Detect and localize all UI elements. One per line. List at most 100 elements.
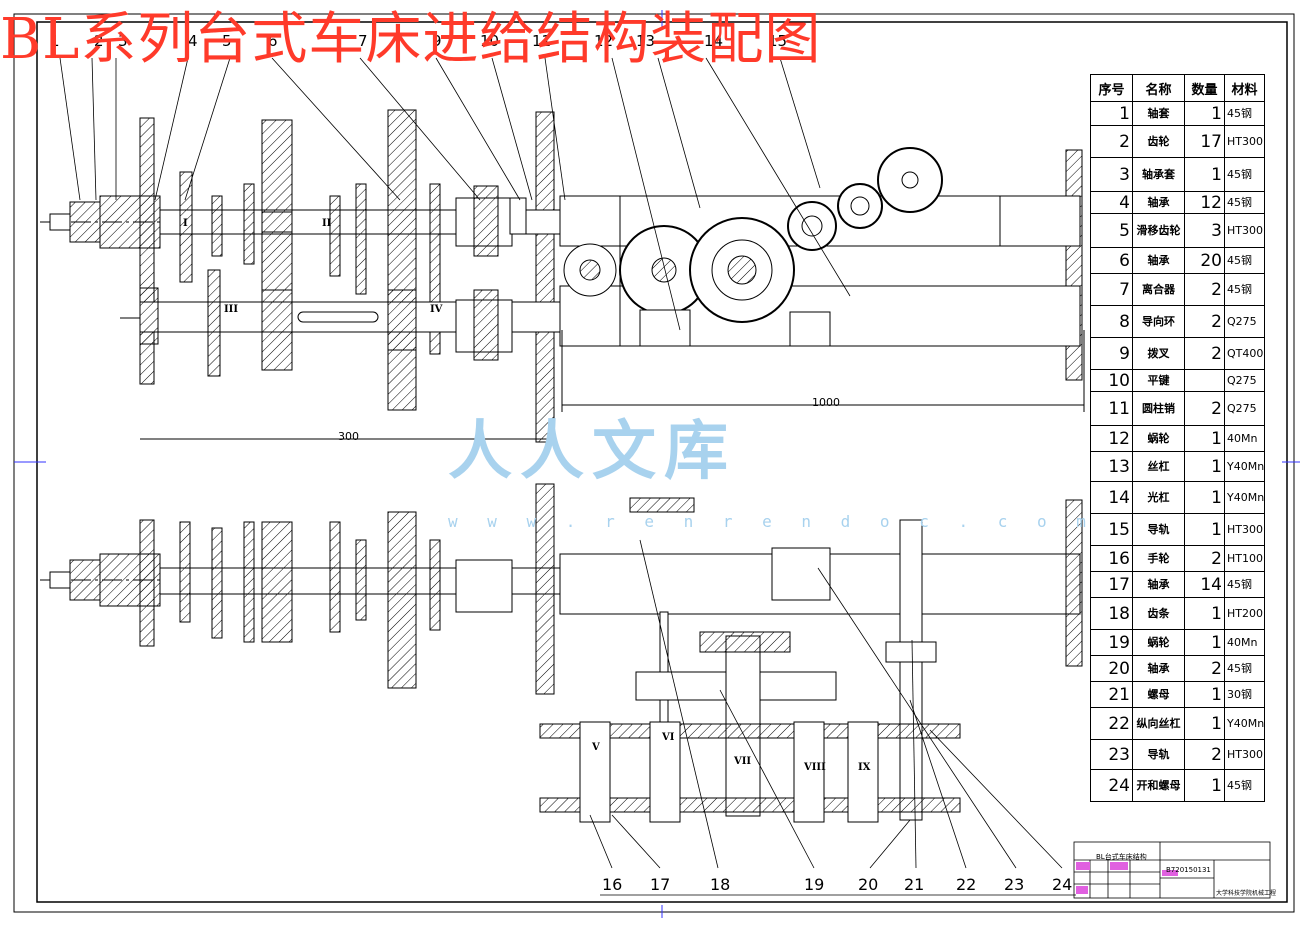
bom-qty: [1184, 369, 1225, 392]
bom-no: 14: [1090, 481, 1133, 514]
bom-no: 12: [1090, 425, 1133, 452]
bom-header-name: 名称: [1132, 74, 1185, 102]
bom-no: 16: [1090, 545, 1133, 572]
title-block-number: B720150131: [1166, 866, 1211, 874]
bom-name: 离合器: [1132, 273, 1185, 306]
callout-1: 1: [50, 32, 60, 50]
bom-qty: 2: [1184, 739, 1225, 770]
bom-no: 17: [1090, 571, 1133, 598]
bom-material: HT300: [1224, 125, 1265, 158]
bom-name: 平键: [1132, 369, 1185, 392]
bom-material: 45钢: [1224, 247, 1265, 274]
bom-name: 开和螺母: [1132, 769, 1185, 802]
callouts-top: 1 2 3 4 5 6 7 9 10 11 12 13 14 15 8: [50, 32, 787, 50]
bom-qty: 2: [1184, 391, 1225, 426]
shaft-label-1: I: [183, 218, 188, 229]
bom-qty: 1: [1184, 101, 1225, 126]
bom-material: 45钢: [1224, 101, 1265, 126]
bom-qty: 1: [1184, 629, 1225, 656]
bom-qty: 1: [1184, 769, 1225, 802]
top-view: [40, 109, 1085, 443]
bom-header-no: 序号: [1090, 74, 1133, 102]
bom-material: Y40Mn: [1224, 707, 1265, 740]
bom-no: 19: [1090, 629, 1133, 656]
bom-qty: 2: [1184, 655, 1225, 682]
callout-21: 21: [904, 875, 924, 894]
bom-no: 24: [1090, 769, 1133, 802]
bom-material: Q275: [1224, 391, 1265, 426]
bom-material: HT300: [1224, 513, 1265, 546]
bom-name: 轴承: [1132, 655, 1185, 682]
shaft-label-5: V: [591, 742, 600, 753]
bom-header-qty: 数量: [1184, 74, 1225, 102]
bom-name: 导轨: [1132, 513, 1185, 546]
bom-qty: 2: [1184, 305, 1225, 338]
bom-qty: 17: [1184, 125, 1225, 158]
bom-no: 20: [1090, 655, 1133, 682]
callout-12: 12: [594, 32, 613, 50]
outer-frame: [13, 13, 1295, 913]
bom-name: 滑移齿轮: [1132, 213, 1185, 248]
bom-no: 5: [1090, 213, 1133, 248]
bom-qty: 2: [1184, 273, 1225, 306]
bom-qty: 1: [1184, 451, 1225, 482]
bom-no: 11: [1090, 391, 1133, 426]
bom-name: 手轮: [1132, 545, 1185, 572]
bom-no: 18: [1090, 597, 1133, 630]
callout-10: 10: [480, 32, 499, 50]
bom-name: 拨叉: [1132, 337, 1185, 370]
bom-no: 4: [1090, 191, 1133, 214]
callout-19: 19: [804, 875, 824, 894]
bom-material: 45钢: [1224, 191, 1265, 214]
bom-no: 2: [1090, 125, 1133, 158]
bom-material: HT300: [1224, 213, 1265, 248]
bom-material: 45钢: [1224, 273, 1265, 306]
bom-material: 45钢: [1224, 157, 1265, 192]
bom-material: Q275: [1224, 305, 1265, 338]
title-block-name: BL台式车床结构: [1096, 853, 1147, 861]
bom-name: 圆柱销: [1132, 391, 1185, 426]
bom-name: 齿条: [1132, 597, 1185, 630]
bom-qty: 3: [1184, 213, 1225, 248]
bom-no: 8: [1090, 305, 1133, 338]
bom-name: 轴承: [1132, 191, 1185, 214]
shaft-label-4: IV: [430, 304, 443, 315]
callout-3: 3: [118, 32, 128, 50]
bom-no: 13: [1090, 451, 1133, 482]
bom-name: 轴承: [1132, 247, 1185, 274]
bom-material: Q275: [1224, 369, 1265, 392]
callout-20: 20: [858, 875, 878, 894]
bom-name: 蜗轮: [1132, 629, 1185, 656]
watermark-url: w w w . r e n r e n d o c . c o m: [448, 512, 1096, 531]
bom-name: 轴承: [1132, 571, 1185, 598]
bom-no: 6: [1090, 247, 1133, 274]
bom-qty: 20: [1184, 247, 1225, 274]
callout-15: 15: [768, 32, 787, 50]
callout-23: 23: [1004, 875, 1024, 894]
bom-name: 导向环: [1132, 305, 1185, 338]
bom-no: 10: [1090, 369, 1133, 392]
callout-5: 5: [222, 32, 232, 50]
dimension-1000: 1000: [812, 396, 840, 409]
bom-material: QT400: [1224, 337, 1265, 370]
bom-material: 40Mn: [1224, 629, 1265, 656]
bom-material: HT100: [1224, 545, 1265, 572]
callout-13: 13: [636, 32, 655, 50]
title-block-school: 大学科技学院机械工程: [1216, 890, 1277, 897]
bom-material: 45钢: [1224, 769, 1265, 802]
bom-qty: 1: [1184, 513, 1225, 546]
